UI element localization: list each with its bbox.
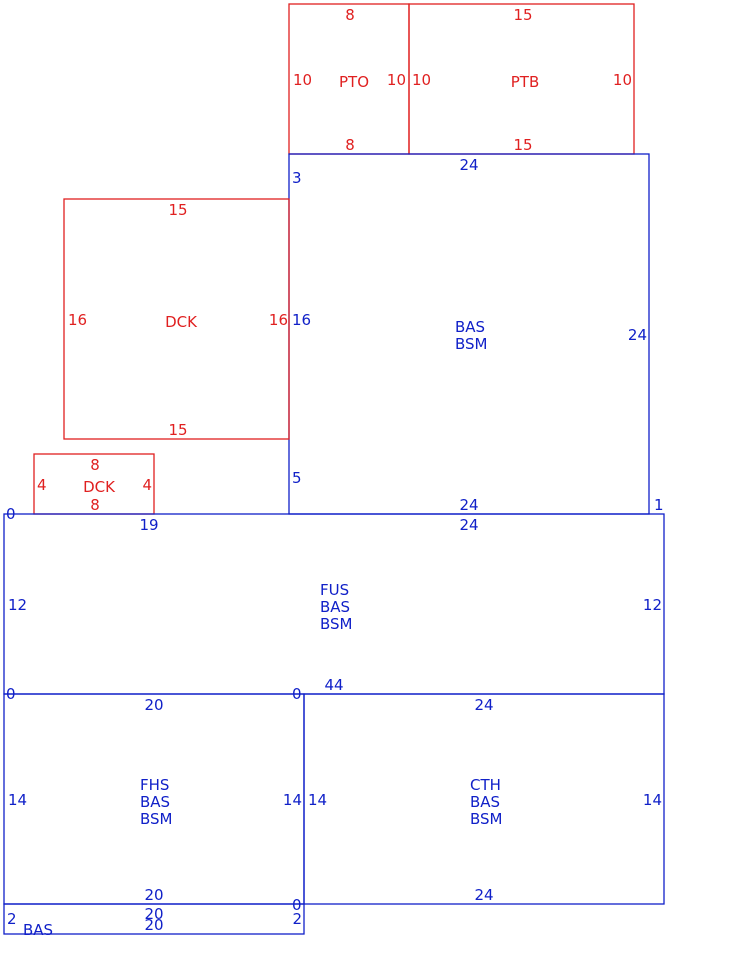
fus-label-3: BSM xyxy=(320,615,353,633)
fhs-dim-bottom: 20 xyxy=(144,886,163,904)
bas-upper-dim-left-bottom: 5 xyxy=(292,469,302,487)
dck-small-dim-top: 8 xyxy=(90,456,100,474)
area-pto: 8 8 10 10 PTO xyxy=(288,3,410,155)
fus-dim-top-right: 24 xyxy=(459,516,478,534)
area-dck-small: 8 8 4 4 DCK xyxy=(33,453,155,515)
bas-upper-dim-offset: 1 xyxy=(654,496,664,514)
cth-label-1: CTH xyxy=(470,776,501,794)
bas-strip-dim-corner: 0 xyxy=(292,896,302,914)
ptb-dim-bottom: 15 xyxy=(513,136,532,154)
fhs-label-1: FHS xyxy=(140,776,169,794)
bas-strip-dim-top: 20 xyxy=(144,905,163,923)
fus-dim-right: 12 xyxy=(643,596,662,614)
area-fus: 0 19 24 12 12 0 0 44 FUS BAS BSM xyxy=(3,505,665,703)
pto-dim-bottom: 8 xyxy=(345,136,355,154)
fus-dim-top-left: 19 xyxy=(139,516,158,534)
bas-upper-dim-left-top: 3 xyxy=(292,169,302,187)
dck-large-dim-left: 16 xyxy=(68,311,87,329)
cth-outline xyxy=(303,693,665,905)
dck-small-label: DCK xyxy=(83,478,116,496)
dck-large-label: DCK xyxy=(165,313,198,331)
ptb-dim-top: 15 xyxy=(513,6,532,24)
dck-small-dim-right: 4 xyxy=(142,476,152,494)
area-bas-upper: 24 24 3 16 5 24 1 BAS BSM xyxy=(288,153,664,515)
cth-dim-right: 14 xyxy=(643,791,662,809)
fus-label-2: BAS xyxy=(320,598,350,616)
bas-strip-dim-bottom: 20 xyxy=(144,916,163,934)
cth-label-3: BSM xyxy=(470,810,503,828)
area-dck-large: 15 15 16 16 DCK xyxy=(63,198,290,440)
fus-label-1: FUS xyxy=(320,581,349,599)
pto-label: PTO xyxy=(339,73,369,91)
bas-upper-dim-bottom: 24 xyxy=(459,496,478,514)
bas-upper-dim-top: 24 xyxy=(459,156,478,174)
ptb-dim-right: 10 xyxy=(613,71,632,89)
dck-large-dim-top: 15 xyxy=(168,201,187,219)
dck-large-dim-bottom: 15 xyxy=(168,421,187,439)
ptb-dim-left: 10 xyxy=(412,71,431,89)
pto-dim-top: 8 xyxy=(345,6,355,24)
bas-upper-label-1: BAS xyxy=(455,318,485,336)
bas-upper-label-2: BSM xyxy=(455,335,488,353)
cth-dim-top: 24 xyxy=(474,696,493,714)
area-cth: 24 24 14 14 CTH BAS BSM xyxy=(303,693,665,905)
fhs-dim-right: 14 xyxy=(283,791,302,809)
bas-upper-dim-right: 24 xyxy=(628,326,647,344)
dck-large-dim-right: 16 xyxy=(269,311,288,329)
bas-strip-dim-right: 2 xyxy=(292,910,302,928)
dck-small-dim-bottom: 8 xyxy=(90,496,100,514)
cth-dim-left: 14 xyxy=(308,791,327,809)
cth-label-2: BAS xyxy=(470,793,500,811)
ptb-label: PTB xyxy=(511,73,540,91)
fus-dim-left: 12 xyxy=(8,596,27,614)
fhs-dim-left: 14 xyxy=(8,791,27,809)
area-bas-strip: 0 20 20 2 2 BAS xyxy=(3,896,305,939)
fus-dim-bottom: 44 xyxy=(324,676,343,694)
area-ptb: 15 15 10 10 PTB xyxy=(408,3,635,155)
bas-upper-dim-left-mid: 16 xyxy=(292,311,311,329)
pto-dim-left: 10 xyxy=(293,71,312,89)
pto-dim-right: 10 xyxy=(387,71,406,89)
bas-strip-label: BAS xyxy=(23,921,53,939)
fhs-dim-top: 20 xyxy=(144,696,163,714)
bas-strip-outline xyxy=(3,903,305,935)
bas-strip-dim-left: 2 xyxy=(7,910,17,928)
cth-dim-bottom: 24 xyxy=(474,886,493,904)
fus-dim-corner-top: 0 xyxy=(6,505,16,523)
dck-small-dim-left: 4 xyxy=(37,476,47,494)
area-fhs: 20 20 14 14 FHS BAS BSM xyxy=(3,693,305,905)
dck-large-outline xyxy=(63,198,290,440)
fhs-label-3: BSM xyxy=(140,810,173,828)
fhs-label-2: BAS xyxy=(140,793,170,811)
